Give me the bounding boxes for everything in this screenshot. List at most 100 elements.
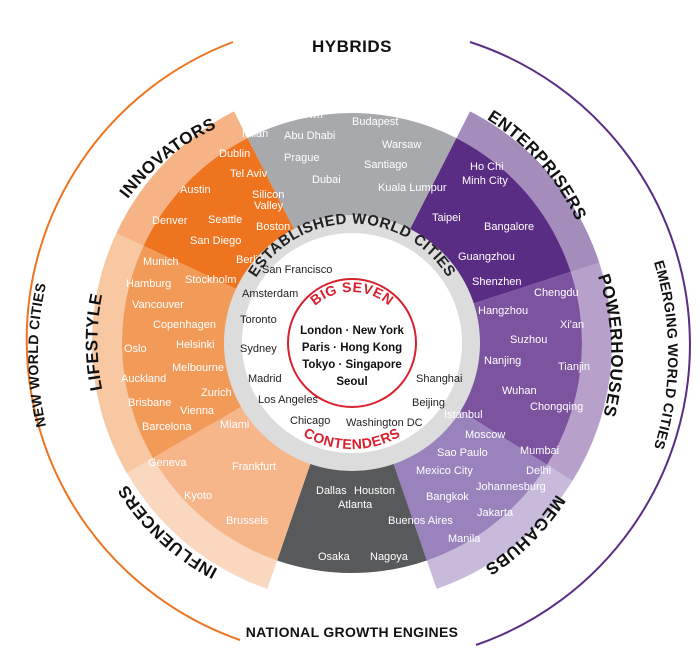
megahubs-cities: Istanbul Moscow Sao Paulo Mumbai Mexico … — [416, 409, 559, 545]
enterprisers-cities: Ho Chi Minh City Taipei Bangalore Guangz… — [432, 161, 534, 263]
hybrids-wedge — [247, 113, 457, 237]
megahubs-wedge — [391, 406, 548, 561]
big-seven-ring — [287, 278, 417, 408]
city-label: Shenzhen — [472, 276, 522, 288]
megahubs-outer — [426, 464, 573, 589]
city-label: San Diego — [190, 235, 241, 247]
city-label: Kyoto — [184, 490, 212, 502]
city-label: Bucharest — [365, 88, 415, 100]
city-label: Shanghai — [416, 373, 463, 385]
city-label: Chongqing — [530, 401, 583, 413]
city-label: Abu Dhabi — [284, 130, 335, 142]
powerhouses-cities: Shenzhen Chengdu Hangzhou Xi'an Suzhou N… — [472, 276, 590, 413]
lifestyle-cities: Munich Hamburg Stockholm Vancouver Copen… — [121, 256, 249, 433]
contender-cities: San Francisco Amsterdam Toronto Sydney M… — [240, 264, 463, 429]
city-label: Wuhan — [502, 385, 537, 397]
city-label: Seattle — [208, 214, 242, 226]
city-label: Miami — [220, 419, 249, 431]
city-label: Frankfurt — [232, 461, 276, 473]
city-label: Vancouver — [132, 299, 184, 311]
city-label: Toronto — [240, 314, 277, 326]
growth-engines-title: NATIONAL GROWTH ENGINES — [246, 624, 459, 640]
city-label: Stockholm — [185, 274, 236, 286]
growth-engines-cities: Dallas Houston Atlanta Buenos Aires Osak… — [316, 485, 453, 563]
city-label: Bangalore — [484, 221, 534, 233]
city-label: Auckland — [121, 373, 166, 385]
city-label: Chicago — [290, 415, 330, 427]
growth-engines-wedge — [277, 456, 427, 574]
city-label: Berlin — [236, 254, 264, 266]
city-label: Prague — [284, 152, 319, 164]
city-label: Milan — [242, 128, 268, 140]
influencers-outer — [126, 458, 278, 589]
city-label: Istanbul — [444, 409, 483, 421]
innovators-cities: Milan Dublin Tel Aviv Austin Silicon Val… — [152, 128, 290, 266]
big-seven-line: Tokyo · Singapore — [302, 359, 401, 371]
city-label: Mexico City — [416, 465, 473, 477]
city-label: Valley — [254, 200, 284, 212]
innovators-outer — [116, 111, 248, 246]
city-label: Delhi — [526, 465, 551, 477]
city-label: Mumbai — [520, 445, 559, 457]
big-seven-line: Paris · Hong Kong — [302, 342, 402, 354]
city-label: Minh City — [462, 175, 508, 187]
influencers-cities: Geneva Frankfurt Kyoto Brussels — [148, 457, 276, 527]
city-label: Chengdu — [534, 287, 579, 299]
city-label: Copenhagen — [153, 319, 216, 331]
city-label: Madrid — [248, 373, 282, 385]
city-label: Washington DC — [346, 417, 423, 429]
city-label: Geneva — [148, 457, 187, 469]
city-label: Brisbane — [128, 397, 171, 409]
city-label: Warsaw — [382, 139, 421, 151]
city-label: Vienna — [180, 405, 215, 417]
city-label: Barcelona — [142, 421, 192, 433]
city-label: Santiago — [364, 159, 407, 171]
city-label: Austin — [180, 184, 211, 196]
lifestyle-wedge — [121, 245, 249, 458]
city-label: Osaka — [318, 551, 351, 563]
city-label: Tianjin — [558, 361, 590, 373]
city-label: Melbourne — [172, 362, 224, 374]
lifestyle-title: LIFESTYLE — [82, 292, 106, 393]
city-label: Jakarta — [477, 507, 514, 519]
big-seven-cities: London · New York Paris · Hong Kong Toky… — [300, 325, 404, 388]
city-label: Sao Paulo — [437, 447, 488, 459]
big-seven-line: London · New York — [300, 325, 404, 337]
hybrids-title: HYBRIDS — [312, 37, 392, 56]
city-label: Taipei — [432, 212, 461, 224]
city-label: Doha — [300, 81, 327, 93]
city-label: Moscow — [465, 429, 505, 441]
city-label: Bangkok — [426, 491, 469, 503]
city-label: Silicon — [252, 189, 284, 201]
city-label: Atlanta — [338, 499, 373, 511]
city-label: Dubai — [312, 174, 341, 186]
city-label: Nagoya — [370, 551, 409, 563]
city-label: Denver — [152, 215, 188, 227]
city-label: Dublin — [219, 148, 250, 160]
city-label: Buenos Aires — [388, 515, 453, 527]
city-label: Hangzhou — [478, 305, 528, 317]
city-label: Cape Town — [268, 109, 323, 121]
hybrids-cities: Doha Bucharest Cape Town Budapest Abu Dh… — [268, 81, 447, 194]
city-label: Ho Chi — [470, 161, 504, 173]
city-label: Kuala Lumpur — [378, 182, 447, 194]
city-label: Guangzhou — [458, 251, 515, 263]
city-label: Johannesburg — [476, 481, 546, 493]
new-world-title: NEW WORLD CITIES — [25, 281, 49, 429]
city-label: Hamburg — [126, 278, 171, 290]
city-label: Tel Aviv — [230, 168, 268, 180]
city-label: Nanjing — [484, 355, 521, 367]
lifestyle-outer — [92, 233, 153, 473]
city-label: Houston — [354, 485, 395, 497]
big-seven-line: Seoul — [336, 376, 367, 388]
city-label: Suzhou — [510, 334, 547, 346]
city-label: Amsterdam — [242, 288, 298, 300]
powerhouses-wedge — [453, 271, 582, 465]
city-label: Budapest — [352, 116, 398, 128]
city-label: Xi'an — [560, 319, 584, 331]
powerhouses-outer — [547, 262, 613, 481]
city-label: Munich — [143, 256, 178, 268]
city-label: Oslo — [124, 343, 147, 355]
city-label: San Francisco — [262, 264, 332, 276]
